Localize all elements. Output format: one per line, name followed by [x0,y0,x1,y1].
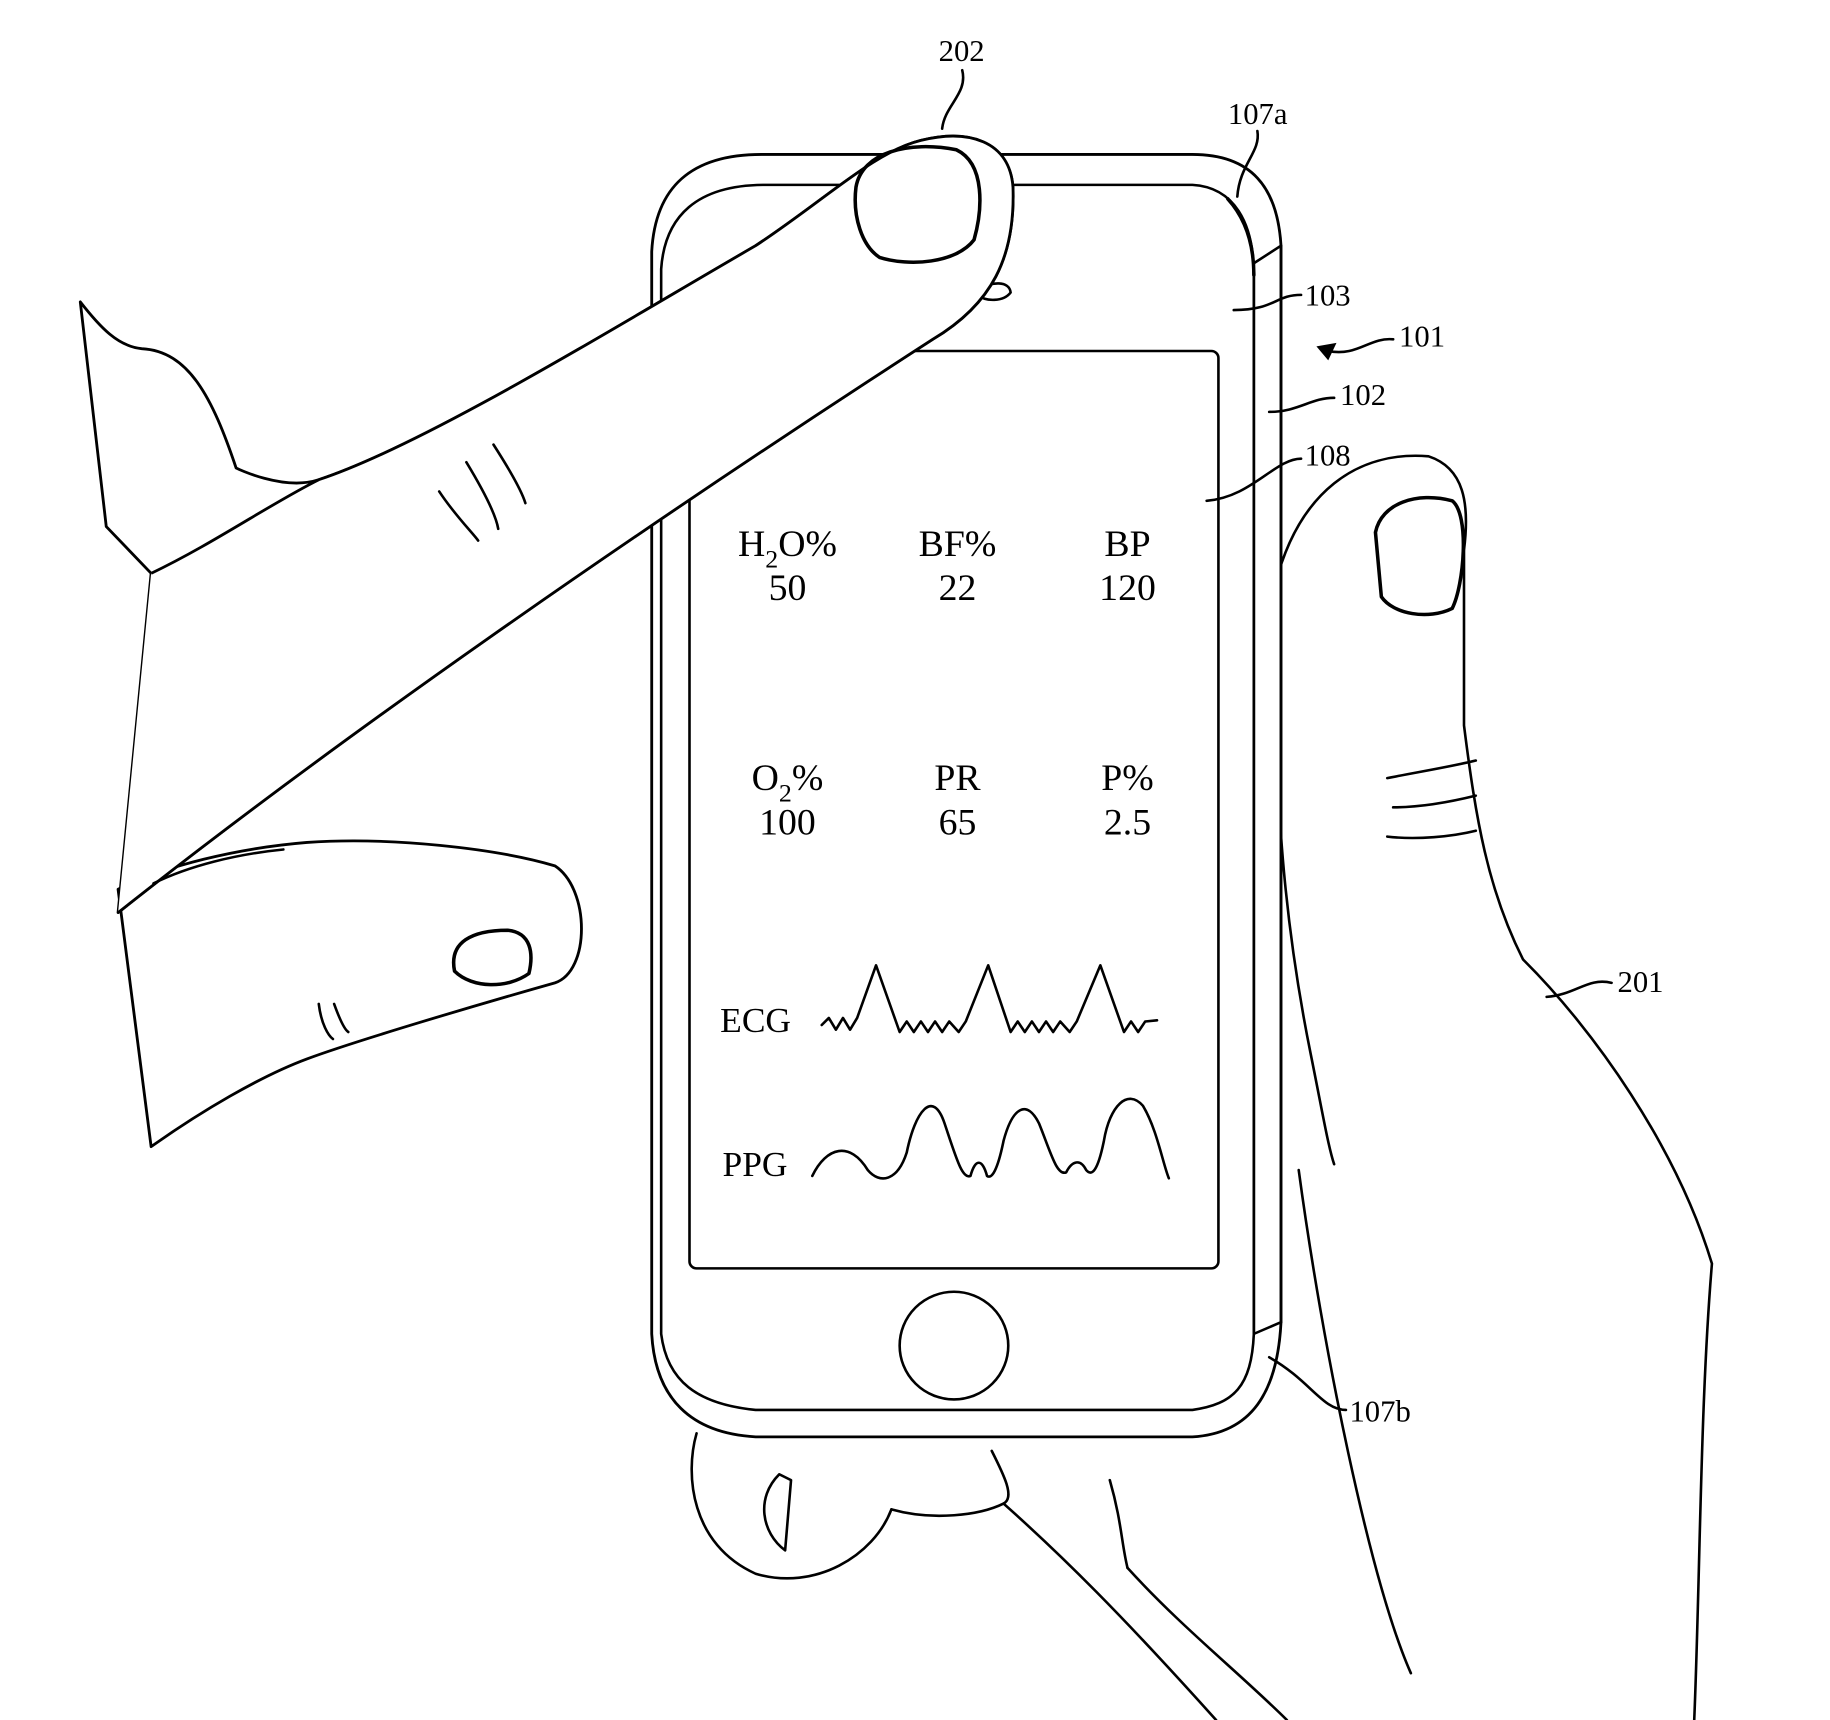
ref-107b: 107b [1349,1395,1410,1429]
svg-text:BP: BP [1104,523,1150,565]
arrow-icon [1316,342,1337,361]
svg-text:50: 50 [769,567,807,609]
ref-103: 103 [1305,279,1351,313]
svg-text:O2%: O2% [752,757,824,808]
phone-device-101: H2O% 50 BF% 22 BP 120 O2% 100 PR 65 P% 2… [650,153,1283,1439]
pointing-hand-202 [78,134,1015,1149]
ecg-label: ECG [720,1001,791,1040]
svg-text:65: 65 [939,801,977,843]
metric-body-fat: BF% 22 [919,523,997,609]
ref-107a: 107a [1228,97,1288,131]
svg-text:H2O%: H2O% [738,523,837,574]
home-button [898,1290,1010,1401]
svg-text:100: 100 [759,801,816,843]
svg-text:120: 120 [1099,567,1156,609]
metric-pulse-rate: PR 65 [934,757,981,843]
metric-o2: O2% 100 [752,757,824,843]
svg-text:PR: PR [934,757,981,799]
ppg-waveform [810,1097,1171,1180]
ref-101: 101 [1399,319,1445,353]
ppg-label: PPG [723,1145,788,1184]
ref-102: 102 [1340,378,1386,412]
reference-labels: 202 107a 103 101 102 108 201 107b [939,34,1664,1429]
ref-202: 202 [939,34,985,68]
svg-text:22: 22 [939,567,977,609]
ecg-waveform [820,964,1159,1034]
metric-blood-pressure: BP 120 [1099,523,1156,609]
ref-201: 201 [1617,965,1663,999]
metric-p-percent: P% 2.5 [1101,757,1153,843]
display-screen-108 [688,349,1220,1270]
svg-text:2.5: 2.5 [1104,801,1151,843]
svg-text:BF%: BF% [919,523,997,565]
metric-h2o: H2O% 50 [738,523,837,609]
svg-text:P%: P% [1101,757,1153,799]
ref-108: 108 [1305,439,1351,473]
